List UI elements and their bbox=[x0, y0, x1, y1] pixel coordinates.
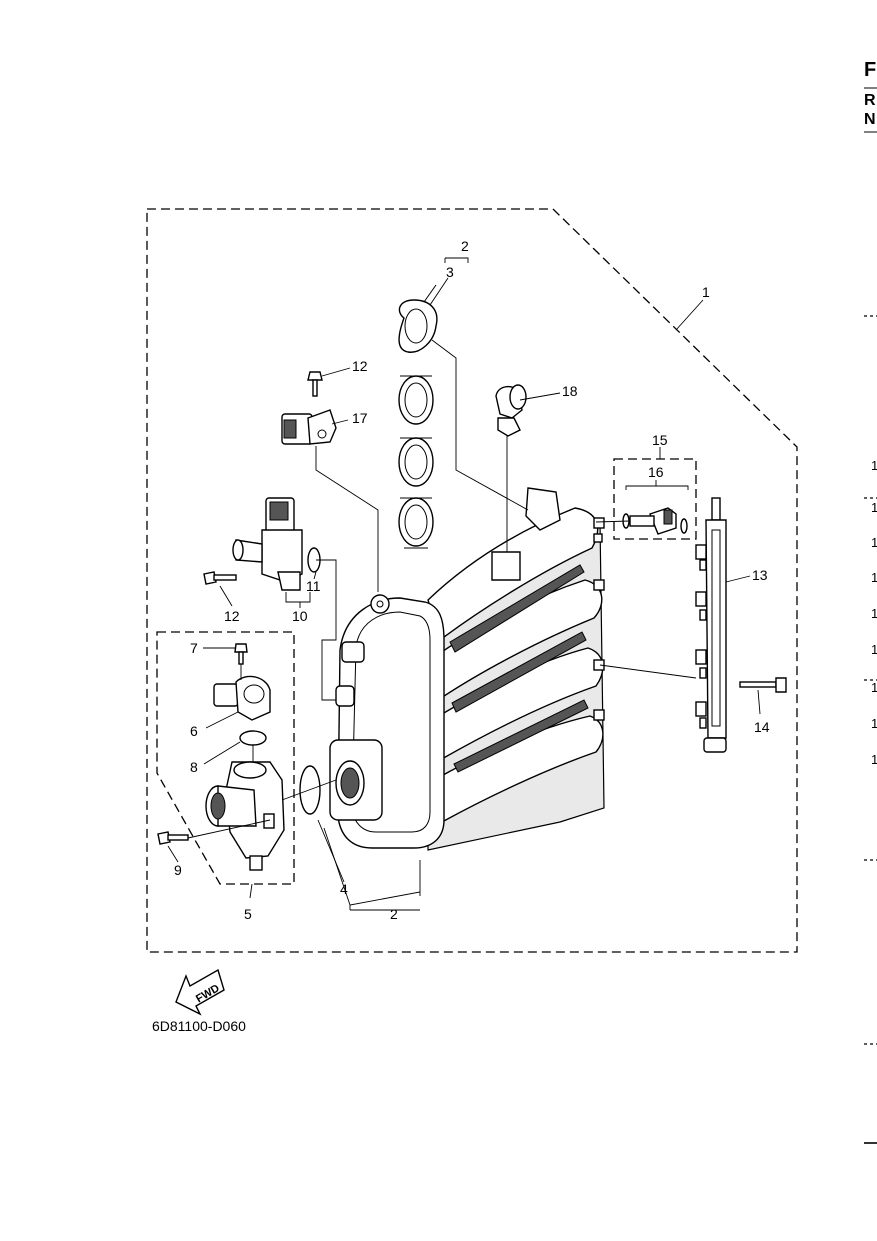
callout-7: 7 bbox=[190, 640, 198, 656]
callout-2-top: 2 bbox=[461, 238, 469, 254]
throttle-body-boundary bbox=[156, 631, 295, 885]
callout-12-left: 12 bbox=[224, 608, 240, 624]
edge-col-1: 1 bbox=[871, 458, 877, 473]
injector-boundary bbox=[613, 458, 697, 540]
sensor-17 bbox=[281, 409, 337, 445]
edge-header-2: R bbox=[864, 92, 876, 109]
callout-17: 17 bbox=[352, 410, 368, 426]
callout-8: 8 bbox=[190, 759, 198, 775]
edge-col-9: 1 bbox=[871, 752, 877, 767]
callout-18: 18 bbox=[562, 383, 578, 399]
sensor-18 bbox=[495, 384, 527, 437]
callout-4: 4 bbox=[340, 881, 348, 897]
throttle-body bbox=[205, 761, 285, 871]
callout-12-top: 12 bbox=[352, 358, 368, 374]
bolt-14 bbox=[739, 677, 787, 693]
edge-header-1: F bbox=[864, 59, 876, 81]
callout-9: 9 bbox=[174, 862, 182, 878]
callout-3: 3 bbox=[446, 264, 454, 280]
callout-5: 5 bbox=[244, 906, 252, 922]
fwd-arrow-icon: FWD bbox=[175, 968, 225, 1016]
callout-2-bottom: 2 bbox=[390, 906, 398, 922]
callout-14: 14 bbox=[754, 719, 770, 735]
bolt-12-top bbox=[307, 371, 323, 397]
edge-col-2: 1 bbox=[871, 500, 877, 515]
edge-col-5: 1 bbox=[871, 606, 877, 621]
callout-16: 16 bbox=[648, 464, 664, 480]
callout-15: 15 bbox=[652, 432, 668, 448]
edge-col-8: 1 bbox=[871, 716, 877, 731]
callout-11: 11 bbox=[306, 578, 321, 594]
intake-manifold bbox=[329, 487, 605, 851]
callout-6: 6 bbox=[190, 723, 198, 739]
assembly-boundary bbox=[146, 208, 798, 953]
edge-header-3: N bbox=[864, 111, 876, 128]
edge-col-4: 1 bbox=[871, 570, 877, 585]
callout-13: 13 bbox=[752, 567, 768, 583]
idle-control-valve bbox=[232, 497, 321, 591]
fuel-injector bbox=[622, 507, 688, 535]
callout-1: 1 bbox=[702, 284, 710, 300]
o-ring-8 bbox=[239, 730, 267, 746]
throttle-position-sensor bbox=[213, 675, 271, 721]
screw-7 bbox=[234, 643, 248, 665]
fuel-rail bbox=[695, 497, 727, 753]
callout-10: 10 bbox=[292, 608, 308, 624]
bolt-12-left bbox=[203, 571, 237, 585]
part-code: 6D81100-D060 bbox=[152, 1018, 246, 1034]
edge-col-6: 1 bbox=[871, 642, 877, 657]
edge-col-3: 1 bbox=[871, 535, 877, 550]
manifold-gasket bbox=[398, 284, 438, 549]
edge-col-7: 1 bbox=[871, 680, 877, 695]
leader-lines bbox=[167, 257, 761, 911]
bolt-9 bbox=[157, 831, 189, 845]
o-ring-4 bbox=[299, 765, 321, 815]
